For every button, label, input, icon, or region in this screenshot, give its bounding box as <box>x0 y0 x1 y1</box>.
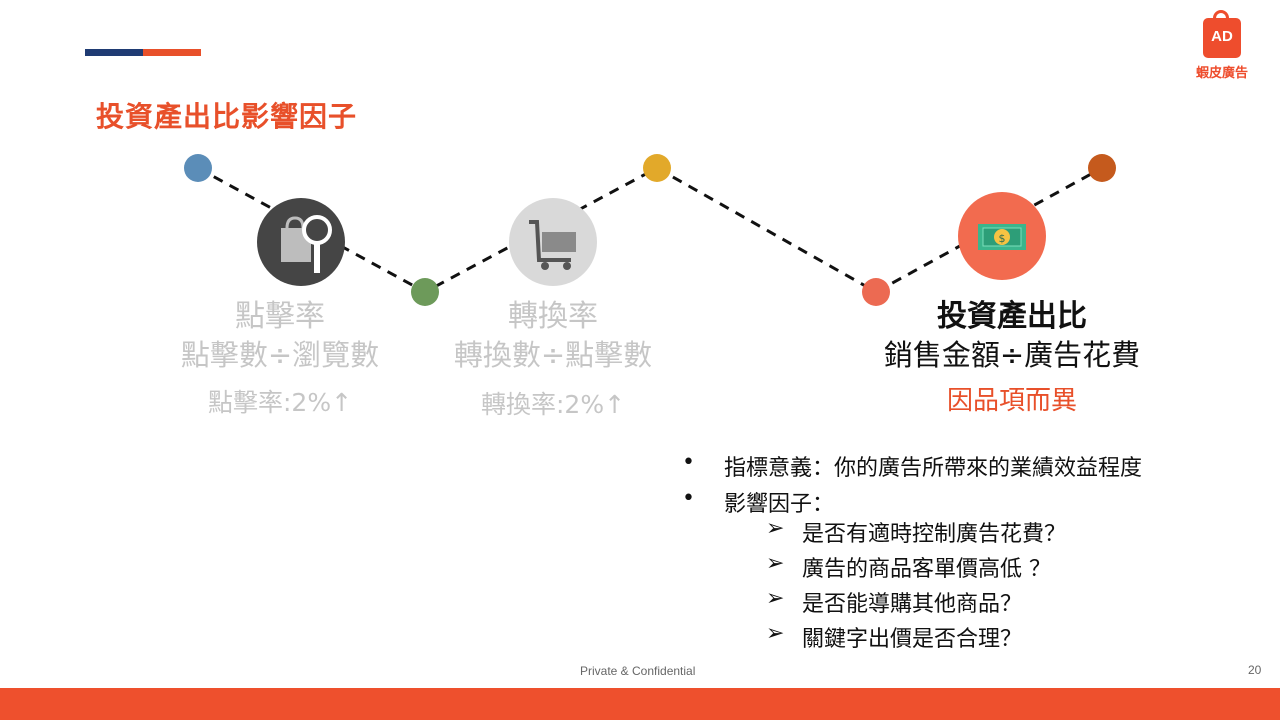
arrow-icon: ➢ <box>766 621 785 646</box>
arrow-icon: ➢ <box>766 516 785 541</box>
bullet-item: • 影響因子： <box>682 486 834 517</box>
metric-name: 投資產出比 <box>937 299 1087 334</box>
metric-conversion-rate: 轉換率 轉換數÷點擊數 轉換率:2%↑ <box>433 298 673 422</box>
metric-name: 點擊率 <box>235 299 325 334</box>
search-bag-icon <box>257 198 345 286</box>
logo-badge: AD <box>1211 28 1233 45</box>
shopping-bag-icon <box>1203 18 1241 58</box>
sub-item-text: 關鍵字出價是否合理？ <box>802 627 1023 652</box>
sub-item: ➢ 廣告的商品客單價高低 ？ <box>766 551 1051 582</box>
page-number: 20 <box>1248 663 1262 677</box>
metric-name: 轉換率 <box>508 299 598 334</box>
sub-item-text: 是否能導購其他商品？ <box>802 592 1023 617</box>
sub-item-text: 是否有適時控制廣告花費？ <box>802 522 1067 547</box>
metric-formula: 點擊數÷瀏覽數 <box>180 338 380 372</box>
path-dot-yellow <box>643 154 671 182</box>
sub-item: ➢ 關鍵字出價是否合理？ <box>766 621 1022 652</box>
sub-item-text: 廣告的商品客單價高低 ？ <box>802 557 1051 582</box>
metric-click-rate: 點擊率 點擊數÷瀏覽數 點擊率:2%↑ <box>160 298 400 420</box>
path-dot-brown <box>1088 154 1116 182</box>
metric-formula: 轉換數÷點擊數 <box>453 338 653 372</box>
metric-value: 轉換率:2%↑ <box>480 390 626 419</box>
bullet-glyph: • <box>682 450 695 475</box>
money-icon: $ <box>958 192 1046 280</box>
metric-value: 點擊率:2%↑ <box>207 388 353 417</box>
header-accent-bar-blue <box>85 49 143 56</box>
bullet-glyph: • <box>682 486 695 511</box>
bullet-text: 影響因子： <box>724 492 835 517</box>
sub-item: ➢ 是否能導購其他商品？ <box>766 586 1022 617</box>
svg-text:$: $ <box>999 232 1006 245</box>
header-accent-bar-orange <box>143 49 201 56</box>
bullet-text: 指標意義：你的廣告所帶來的業績效益程度 <box>724 456 1143 481</box>
confidential-label: Private & Confidential <box>580 664 696 678</box>
metric-value: 因品項而異 <box>946 386 1077 416</box>
metric-formula: 銷售金額÷廣告花費 <box>883 338 1141 372</box>
slide-title: 投資產出比影響因子 <box>96 100 358 133</box>
arrow-icon: ➢ <box>766 586 785 611</box>
path-dot-green <box>411 278 439 306</box>
metric-roas: 投資產出比 銷售金額÷廣告花費 因品項而異 <box>862 298 1162 418</box>
arrow-icon: ➢ <box>766 551 785 576</box>
sub-item: ➢ 是否有適時控制廣告花費？ <box>766 516 1066 547</box>
path-dot-blue <box>184 154 212 182</box>
path-dot-red <box>862 278 890 306</box>
shopee-ads-logo: AD 蝦皮廣告 <box>1190 10 1254 82</box>
shopping-cart-icon <box>509 198 597 286</box>
bag-handle-icon <box>1213 10 1229 24</box>
footer-bar <box>0 688 1280 720</box>
bullet-item: • 指標意義：你的廣告所帶來的業績效益程度 <box>682 450 1142 481</box>
logo-text: 蝦皮廣告 <box>1195 66 1248 81</box>
